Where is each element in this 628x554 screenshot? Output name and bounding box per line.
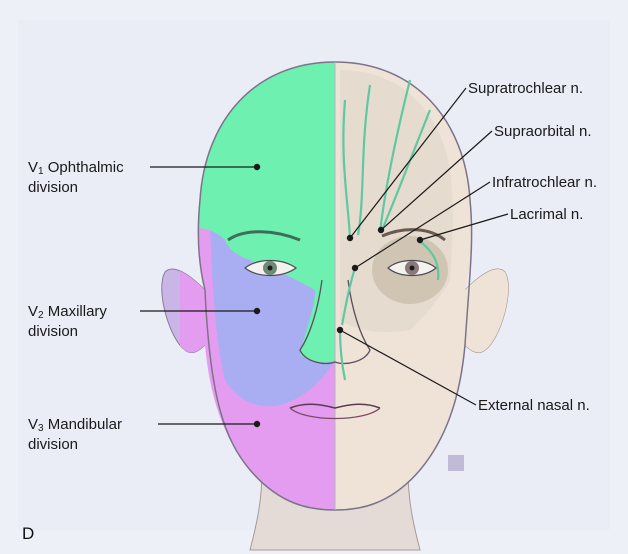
left-pupil	[268, 266, 273, 271]
label-v1-subscript: 1	[38, 166, 44, 177]
right-pupil	[410, 266, 415, 271]
leader-v2-dot	[254, 308, 259, 313]
label-v2-division: division	[28, 322, 78, 341]
leader-supratrochlear-dot	[347, 235, 352, 240]
leader-lacrimal-dot	[417, 237, 422, 242]
label-supratrochlear: Supratrochlear n.	[468, 79, 583, 98]
label-v2-subscript: 2	[38, 310, 44, 321]
leader-external-nasal-dot	[337, 327, 342, 332]
label-supraorbital: Supraorbital n.	[494, 122, 592, 141]
label-lacrimal: Lacrimal n.	[510, 205, 583, 224]
panel-letter: D	[22, 524, 34, 544]
label-v1-prefix: V	[28, 159, 38, 176]
artist-signature-mark	[448, 455, 464, 471]
leader-v3-dot	[254, 421, 259, 426]
label-v3-division: division	[28, 435, 78, 454]
leader-supraorbital-dot	[378, 227, 383, 232]
label-v3-name: Mandibular	[48, 416, 122, 433]
label-v1-name: Ophthalmic	[48, 159, 124, 176]
label-v2-name: Maxillary	[48, 303, 107, 320]
label-v3-subscript: 3	[38, 423, 44, 434]
label-external-nasal: External nasal n.	[478, 396, 590, 415]
label-v2-prefix: V	[28, 303, 38, 320]
label-v1-division: division	[28, 178, 78, 197]
leader-v1-dot	[254, 164, 259, 169]
leader-infratrochlear-dot	[352, 265, 357, 270]
label-infratrochlear: Infratrochlear n.	[492, 173, 597, 192]
label-v3-prefix: V	[28, 416, 38, 433]
